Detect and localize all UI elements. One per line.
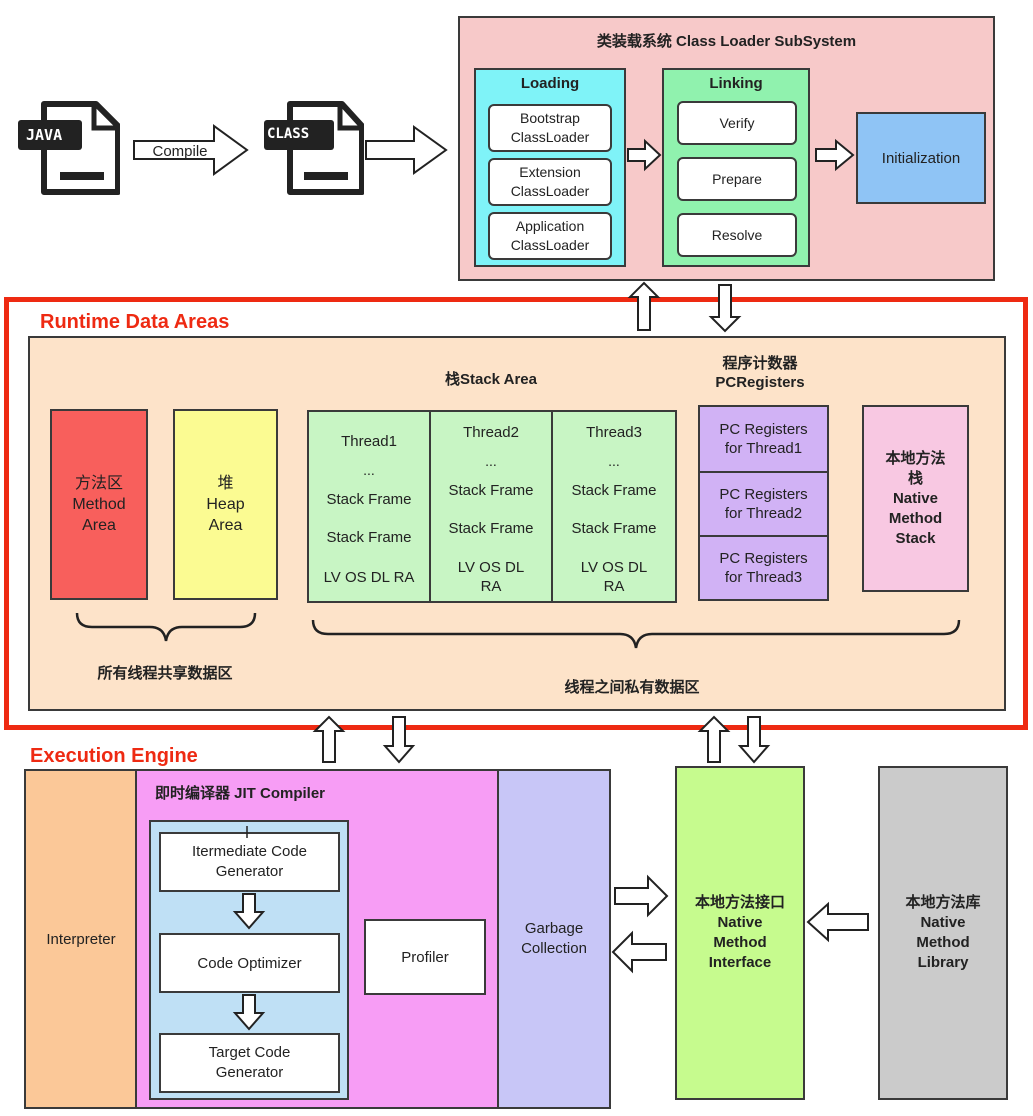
compile-arrow [133, 124, 249, 176]
class-file-label: CLASS [267, 126, 310, 142]
pc-registers-title: 程序计数器 PCRegisters [715, 355, 805, 391]
thread3-frame-2: Stack Frame [571, 520, 657, 537]
native-method-interface: 本地方法接口 Native Method Interface [675, 766, 805, 1100]
native-method-library: 本地方法库 Native Method Library [878, 766, 1008, 1100]
pc-register-thread2: PC Registers for Thread2 [698, 471, 829, 537]
verify-step: Verify [677, 101, 797, 145]
profiler: Profiler [364, 919, 486, 995]
thread3-name: Thread3 [586, 424, 642, 441]
interface-to-gc-arrow [611, 930, 667, 974]
stack-area-title: 栈Stack Area [445, 371, 537, 388]
compile-label: Compile [152, 143, 207, 160]
thread2-name: Thread2 [463, 424, 519, 441]
pc-register-thread3: PC Registers for Thread3 [698, 535, 829, 601]
thread1-frame-1: Stack Frame [326, 491, 412, 508]
application-classloader: Application ClassLoader [488, 212, 612, 260]
runtime-data-areas-frame [4, 297, 1028, 730]
gc-to-interface-arrow [614, 874, 669, 918]
interpreter: Interpreter [24, 769, 138, 1109]
shared-data-label: 所有线程共享数据区 [97, 665, 233, 682]
thread1-locals: LV OS DL RA [323, 569, 415, 586]
library-to-interface-arrow [806, 901, 869, 943]
thread1-ellipsis: ... [363, 462, 375, 478]
jit-compiler-title: 即时编译器 JIT Compiler [155, 785, 326, 802]
prepare-step: Prepare [677, 157, 797, 201]
target-code-generator: Target Code Generator [159, 1033, 340, 1093]
execution-engine-title: Execution Engine [30, 745, 198, 767]
thread2-frame-2: Stack Frame [448, 520, 534, 537]
bootstrap-classloader: Bootstrap ClassLoader [488, 104, 612, 152]
thread3-frame-1: Stack Frame [571, 482, 657, 499]
resolve-step: Resolve [677, 213, 797, 257]
thread1-frame-2: Stack Frame [326, 529, 412, 546]
code-optimizer: Code Optimizer [159, 933, 340, 993]
heap-area: 堆 Heap Area [173, 409, 278, 600]
linking-title: Linking [709, 75, 763, 92]
thread2-frame-1: Stack Frame [448, 482, 534, 499]
garbage-collection: Garbage Collection [497, 769, 611, 1109]
pc-register-thread1: PC Registers for Thread1 [698, 405, 829, 473]
java-file-icon [18, 101, 120, 195]
thread2-locals: LV OS DL RA [457, 559, 525, 595]
runtime-data-areas-title: Runtime Data Areas [40, 311, 230, 333]
thread3-locals: LV OS DL RA [580, 559, 648, 595]
thread2-stack [429, 410, 553, 603]
extension-classloader: Extension ClassLoader [488, 158, 612, 206]
method-area: 方法区 Method Area [50, 409, 148, 600]
java-file-label: JAVA [26, 126, 63, 144]
thread3-stack [551, 410, 677, 603]
class-to-loader-arrow [365, 125, 448, 175]
thread1-stack [307, 410, 431, 603]
thread2-ellipsis: ... [485, 453, 497, 469]
intermediate-code-generator: Itermediate Code Generator [159, 832, 340, 892]
native-method-stack: 本地方法 栈 Native Method Stack [862, 405, 969, 592]
thread3-ellipsis: ... [608, 453, 620, 469]
class-file-icon [264, 101, 364, 195]
private-data-label: 线程之间私有数据区 [564, 679, 700, 696]
class-loader-title: 类装载系统 Class Loader SubSystem [596, 33, 857, 50]
thread1-name: Thread1 [341, 433, 397, 450]
loading-title: Loading [520, 75, 580, 92]
initialization-phase: Initialization [856, 112, 986, 204]
